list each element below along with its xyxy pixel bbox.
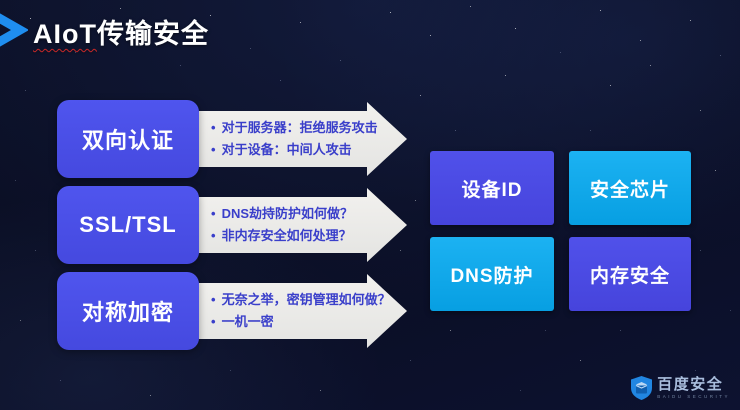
bullet-item: 非内存安全如何处理？: [211, 228, 407, 244]
starfield-background-dim: [0, 0, 1, 1]
grid-cell-security-chip: 安全芯片: [569, 151, 691, 225]
arrow-callout-mutual-auth: 对于服务器：拒绝服务攻击 对于设备：中间人攻击: [199, 102, 407, 176]
keybox-ssl-tsl: SSL/TSL: [57, 186, 199, 264]
grid-cell-dns-protection: DNS防护: [430, 237, 554, 311]
grid-cell-memory-safety: 内存安全: [569, 237, 691, 311]
page-title: AIoT传输安全: [33, 12, 209, 51]
bullet-item: DNS劫持防护如何做？: [211, 206, 407, 222]
bullet-item: 对于服务器：拒绝服务攻击: [211, 120, 407, 136]
arrow-callout-ssl-tsl: DNS劫持防护如何做？ 非内存安全如何处理？: [199, 188, 407, 262]
arrow-callout-symmetric-encryption: 无奈之举，密钥管理如何做？ 一机一密: [199, 274, 407, 348]
bullet-item: 一机一密: [211, 314, 407, 330]
logo-wordmark: 百度安全: [657, 375, 724, 393]
page-title-latin: AIoT: [33, 19, 97, 49]
shield-icon: [631, 376, 653, 400]
page-title-rest: 传输安全: [97, 19, 209, 49]
topic-row-mutual-auth: 双向认证 对于服务器：拒绝服务攻击 对于设备：中间人攻击: [57, 100, 417, 178]
bullet-item: 对于设备：中间人攻击: [211, 142, 407, 158]
logo-subtext: BAIDU SECURITY: [657, 394, 730, 400]
baidu-security-logo: 百度安全 BAIDU SECURITY: [631, 376, 730, 400]
solution-grid: 设备ID 安全芯片 DNS防护 内存安全: [430, 151, 691, 311]
keybox-mutual-auth: 双向认证: [57, 100, 199, 178]
topic-row-symmetric-encryption: 对称加密 无奈之举，密钥管理如何做？ 一机一密: [57, 272, 417, 350]
grid-cell-device-id: 设备ID: [430, 151, 554, 225]
keybox-symmetric-encryption: 对称加密: [57, 272, 199, 350]
chevron-right-icon: [0, 13, 28, 47]
topic-row-ssl-tsl: SSL/TSL DNS劫持防护如何做？ 非内存安全如何处理？: [57, 186, 417, 264]
logo-text-column: 百度安全 BAIDU SECURITY: [657, 375, 730, 400]
bullet-item: 无奈之举，密钥管理如何做？: [211, 292, 407, 308]
